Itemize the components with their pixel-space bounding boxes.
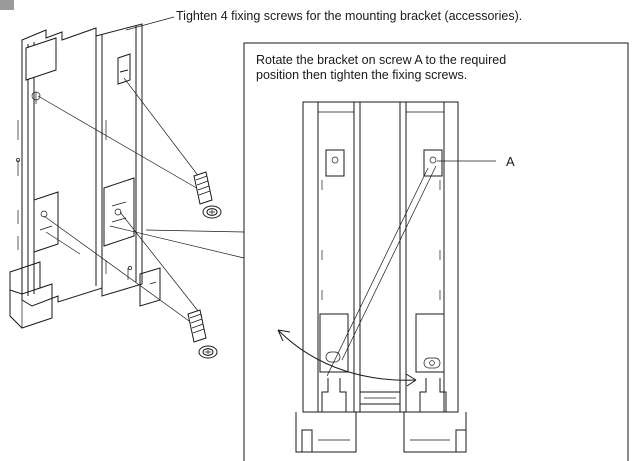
corner-tab (0, 0, 14, 10)
rotation-guide (326, 167, 429, 377)
detail-panel: Rotate the bracket on screw A to the req… (243, 42, 629, 461)
screw-a-label: A (506, 154, 515, 169)
top-note: Tighten 4 fixing screws for the mounting… (176, 9, 522, 23)
detail-note-line1: Rotate the bracket on screw A to the req… (256, 53, 506, 67)
bracket-isometric (9, 23, 161, 329)
screw-leaders (37, 77, 207, 327)
zoom-guide (109, 225, 245, 259)
rotation-arrow-icon (277, 329, 417, 381)
top-note-leader (125, 16, 175, 31)
detail-note-line2: position then tighten the fixing screws. (256, 68, 467, 82)
screw-icon (187, 309, 218, 359)
screw-icon (193, 171, 222, 219)
